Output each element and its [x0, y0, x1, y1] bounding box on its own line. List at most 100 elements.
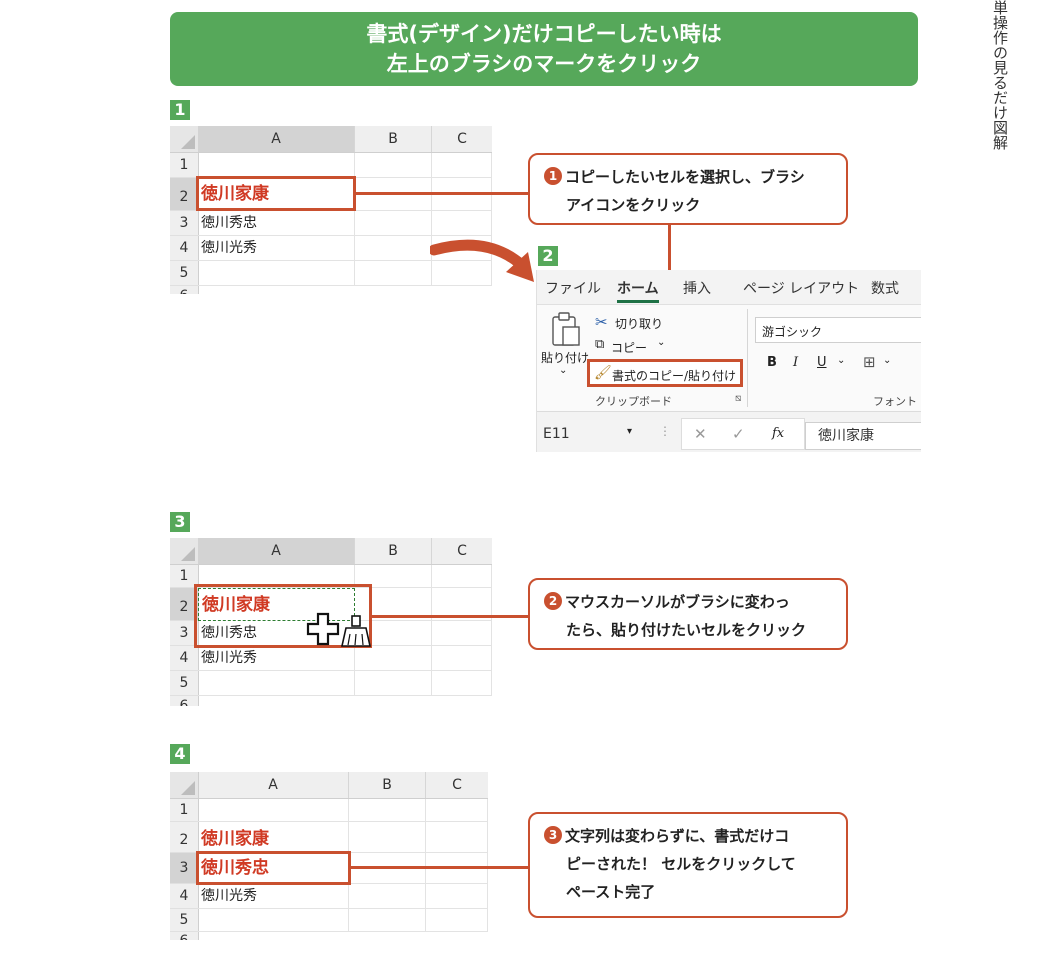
- column-header-a[interactable]: A: [198, 772, 349, 798]
- column-header-c[interactable]: C: [432, 126, 492, 152]
- italic-button[interactable]: I: [793, 355, 799, 370]
- format-painter-button[interactable]: 🖌 書式のコピー/貼り付け: [587, 359, 743, 387]
- cell-b5[interactable]: [355, 671, 432, 696]
- row-header-3[interactable]: 3: [170, 853, 199, 884]
- row-header-4[interactable]: 4: [170, 884, 199, 909]
- cell-a1[interactable]: [198, 799, 349, 822]
- cell-c3[interactable]: [426, 853, 488, 884]
- copy-icon[interactable]: ⧉: [595, 337, 605, 352]
- column-header-b[interactable]: B: [349, 772, 426, 798]
- enter-icon[interactable]: ✓: [732, 425, 745, 443]
- row-header-6[interactable]: 6: [170, 932, 199, 940]
- paste-button[interactable]: 貼り付け: [541, 351, 590, 365]
- cell-a5[interactable]: [198, 909, 349, 932]
- column-header-b[interactable]: B: [355, 126, 432, 152]
- scissors-icon[interactable]: ✂: [595, 313, 608, 331]
- cell-c1[interactable]: [432, 565, 492, 588]
- row-header-5[interactable]: 5: [170, 909, 199, 932]
- row-header-3[interactable]: 3: [170, 211, 199, 236]
- cell-a4[interactable]: 徳川光秀: [198, 884, 349, 909]
- cell-b1[interactable]: [355, 153, 432, 178]
- row-header-4[interactable]: 4: [170, 646, 199, 671]
- cell-c2[interactable]: [426, 822, 488, 853]
- cell-c2[interactable]: [432, 178, 492, 211]
- paste-icon[interactable]: [551, 311, 581, 347]
- select-all-corner[interactable]: [170, 538, 199, 564]
- cell-c4[interactable]: [432, 646, 492, 671]
- cell-c3[interactable]: [432, 621, 492, 646]
- cell-c4[interactable]: [426, 884, 488, 909]
- column-header-b[interactable]: B: [355, 538, 432, 564]
- tab-home[interactable]: ホーム: [617, 278, 659, 303]
- row-header-5[interactable]: 5: [170, 261, 199, 286]
- row-header-4[interactable]: 4: [170, 236, 199, 261]
- cell-b4[interactable]: [355, 236, 432, 261]
- name-box[interactable]: E11: [543, 426, 570, 442]
- row-header-5[interactable]: 5: [170, 671, 199, 696]
- column-header-c[interactable]: C: [432, 538, 492, 564]
- cell-a4[interactable]: 徳川光秀: [198, 236, 355, 261]
- cell-b3[interactable]: [349, 853, 426, 884]
- tab-file[interactable]: ファイル: [545, 281, 601, 297]
- cell-b2[interactable]: [349, 822, 426, 853]
- cancel-icon[interactable]: ✕: [694, 425, 707, 443]
- cell-b2[interactable]: [355, 178, 432, 211]
- column-header-a[interactable]: A: [198, 538, 355, 564]
- cell-b1[interactable]: [355, 565, 432, 588]
- tab-formulas[interactable]: 数式: [871, 281, 899, 297]
- row-header-1[interactable]: 1: [170, 153, 199, 178]
- border-icon[interactable]: ⊞: [863, 353, 876, 371]
- cell-a2-copied[interactable]: 徳川家康: [198, 588, 355, 621]
- name-box-dropdown-icon[interactable]: ▾: [627, 426, 633, 437]
- cell-a1[interactable]: [198, 153, 355, 178]
- cell-c1[interactable]: [432, 153, 492, 178]
- select-all-corner[interactable]: [170, 772, 199, 798]
- cell-a5[interactable]: [198, 671, 355, 696]
- cell-c5[interactable]: [432, 261, 492, 286]
- cell-c2[interactable]: [432, 588, 492, 621]
- bold-button[interactable]: B: [767, 355, 777, 370]
- cell-b3[interactable]: [355, 211, 432, 236]
- formula-input[interactable]: 徳川家康: [805, 422, 921, 450]
- cut-button[interactable]: 切り取り: [615, 317, 664, 331]
- tab-insert[interactable]: 挿入: [683, 281, 711, 297]
- row-header-2[interactable]: 2: [170, 822, 199, 853]
- cell-b5[interactable]: [349, 909, 426, 932]
- select-all-corner[interactable]: [170, 126, 199, 152]
- cell-c1[interactable]: [426, 799, 488, 822]
- tab-page-layout[interactable]: ページ レイアウト: [743, 281, 860, 297]
- cell-c3[interactable]: [432, 211, 492, 236]
- cell-b1[interactable]: [349, 799, 426, 822]
- ribbon-body: 貼り付け ⌄ ✂ 切り取り ⧉ コピー ⌄ 🖌 書式のコピー/貼り付け クリップ…: [537, 304, 921, 412]
- cell-b2[interactable]: [355, 588, 432, 621]
- border-dropdown-icon[interactable]: ⌄: [883, 355, 892, 366]
- cell-a1[interactable]: [198, 565, 355, 588]
- row-header-2[interactable]: 2: [170, 178, 199, 211]
- row-header-6[interactable]: 6: [170, 286, 199, 294]
- dialog-launcher-icon[interactable]: ⧅: [735, 393, 742, 404]
- cell-a5[interactable]: [198, 261, 355, 286]
- cell-c5[interactable]: [432, 671, 492, 696]
- copy-button[interactable]: コピー: [611, 341, 648, 355]
- spreadsheet-step-4: A B C 1 2 3 4 5 6 徳川家康 徳川秀忠 徳川光秀: [170, 772, 488, 940]
- font-name-box[interactable]: 游ゴシック: [755, 317, 921, 343]
- underline-button[interactable]: U: [817, 355, 827, 370]
- column-header-c[interactable]: C: [426, 772, 488, 798]
- underline-dropdown-icon[interactable]: ⌄: [837, 355, 846, 366]
- cell-b4[interactable]: [349, 884, 426, 909]
- row-header-1[interactable]: 1: [170, 799, 199, 822]
- copy-dropdown-chevron-icon[interactable]: ⌄: [657, 337, 666, 348]
- column-header-a[interactable]: A: [198, 126, 355, 152]
- paste-dropdown-chevron-icon[interactable]: ⌄: [559, 365, 568, 376]
- cell-a4[interactable]: 徳川光秀: [198, 646, 355, 671]
- cell-a2[interactable]: 徳川家康: [198, 822, 349, 853]
- cell-b3[interactable]: [355, 621, 432, 646]
- row-header-6[interactable]: 6: [170, 696, 199, 706]
- cell-b4[interactable]: [355, 646, 432, 671]
- cell-b5[interactable]: [355, 261, 432, 286]
- cell-a3[interactable]: 徳川秀忠: [198, 211, 355, 236]
- insert-function-icon[interactable]: fx: [772, 426, 785, 441]
- row-header-1[interactable]: 1: [170, 565, 199, 588]
- cell-c5[interactable]: [426, 909, 488, 932]
- group-divider: [747, 309, 748, 407]
